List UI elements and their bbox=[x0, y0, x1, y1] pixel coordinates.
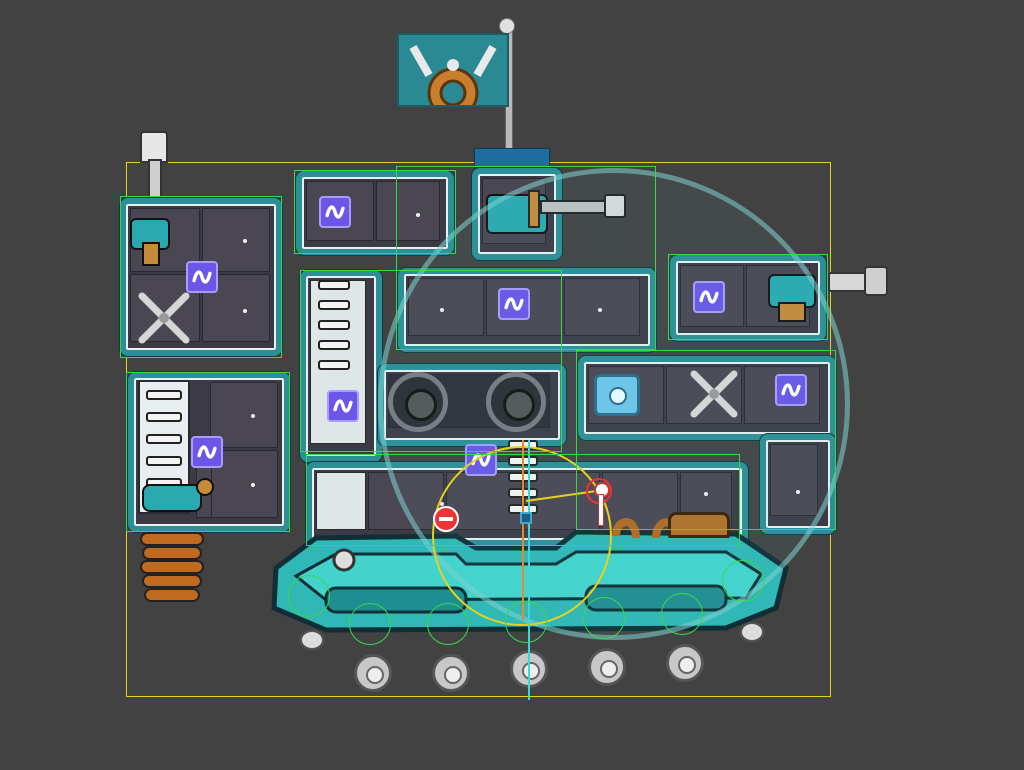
hull-anchor-circle bbox=[661, 593, 703, 635]
hull-anchor-circle bbox=[349, 603, 391, 645]
exhaust-outlet bbox=[828, 266, 888, 296]
axis-vertical bbox=[528, 440, 530, 700]
flag-mount bbox=[474, 148, 550, 168]
flag-banner[interactable] bbox=[397, 33, 509, 119]
hull-anchor-circle bbox=[427, 603, 469, 645]
anchor-point[interactable] bbox=[520, 512, 532, 524]
track-wheel bbox=[666, 644, 704, 682]
gear-emblem-icon bbox=[409, 45, 497, 119]
periscope[interactable] bbox=[140, 131, 168, 205]
wave-icon bbox=[325, 205, 345, 219]
ability-tile[interactable] bbox=[191, 436, 223, 468]
track-roller bbox=[300, 630, 324, 650]
hull-anchor-circle bbox=[505, 601, 547, 643]
track-wheel bbox=[588, 648, 626, 686]
suspension-spring bbox=[140, 532, 204, 602]
track-roller bbox=[740, 622, 764, 642]
ability-tile[interactable] bbox=[186, 261, 218, 293]
crew-mechanic-top-left[interactable] bbox=[120, 212, 178, 266]
crew-mechanic-bottom-left[interactable] bbox=[142, 478, 214, 520]
hull-anchor-circle bbox=[583, 597, 625, 639]
ability-tile[interactable] bbox=[327, 390, 359, 422]
ladder-center-left bbox=[312, 280, 356, 372]
hull-anchor-circle bbox=[288, 575, 330, 617]
flag-pole-knob bbox=[499, 18, 515, 34]
ventilation-fan-icon bbox=[138, 292, 190, 344]
red-marker-left[interactable] bbox=[433, 506, 459, 532]
hull-anchor-circle bbox=[722, 560, 764, 602]
wave-icon bbox=[197, 445, 217, 459]
track-wheel bbox=[354, 654, 392, 692]
axis-horizontal-orange bbox=[522, 440, 524, 620]
wave-icon bbox=[333, 399, 353, 413]
track-wheel bbox=[432, 654, 470, 692]
ability-tile[interactable] bbox=[319, 196, 351, 228]
pivot-handle[interactable] bbox=[590, 482, 610, 530]
wave-icon bbox=[192, 270, 212, 284]
